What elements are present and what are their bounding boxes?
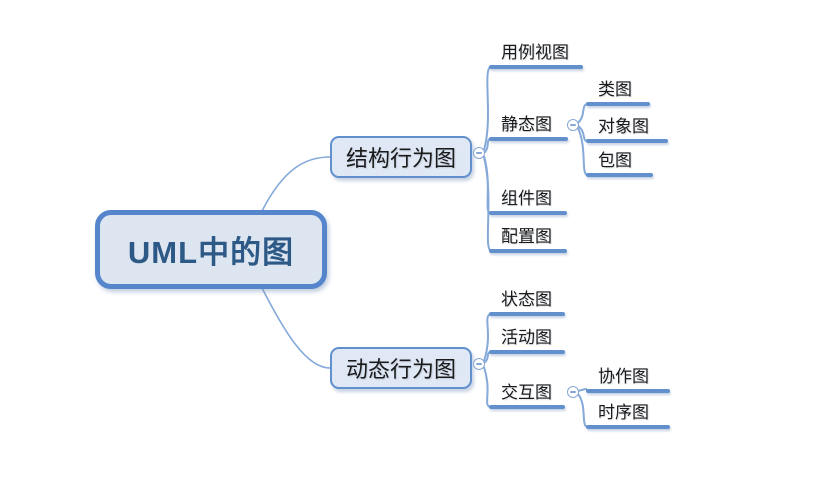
minus-circle-icon	[570, 124, 576, 126]
node-class-diagram[interactable]: 类图	[586, 80, 650, 106]
node-object-diagram[interactable]: 对象图	[586, 117, 668, 143]
node-state-diagram[interactable]: 状态图	[489, 290, 565, 316]
node-interaction-diagram[interactable]: 交互图	[489, 383, 565, 409]
node-package-diagram[interactable]: 包图	[586, 151, 653, 177]
node-package-diagram-label: 包图	[598, 151, 632, 170]
node-sequence-diagram-underline	[586, 425, 670, 429]
node-object-diagram-label: 对象图	[598, 117, 649, 136]
node-root[interactable]: UML中的图	[95, 210, 327, 289]
node-structural-behavior[interactable]: 结构行为图	[330, 136, 472, 178]
connector-structural-usecase	[483, 66, 491, 151]
node-static-diagram-underline	[489, 137, 568, 141]
node-component-diagram[interactable]: 组件图	[489, 189, 567, 215]
node-component-diagram-underline	[489, 211, 567, 215]
collapse-button-static[interactable]	[567, 119, 579, 131]
node-static-diagram[interactable]: 静态图	[489, 115, 568, 141]
connector-root-structural	[261, 156, 331, 212]
node-class-diagram-underline	[586, 102, 650, 106]
node-collaboration-diagram-label: 协作图	[598, 367, 649, 386]
minus-circle-icon	[570, 391, 576, 393]
node-use-case-view[interactable]: 用例视图	[489, 43, 583, 69]
minus-circle-icon	[476, 152, 482, 154]
node-collaboration-diagram-underline	[586, 389, 670, 393]
node-interaction-diagram-label: 交互图	[501, 383, 552, 402]
connector-structural-deployment	[483, 156, 492, 252]
node-object-diagram-underline	[586, 139, 668, 143]
node-class-diagram-label: 类图	[598, 80, 632, 99]
node-component-diagram-label: 组件图	[501, 189, 552, 208]
node-dynamic-behavior[interactable]: 动态行为图	[330, 347, 472, 389]
node-activity-diagram-underline	[489, 350, 565, 354]
node-sequence-diagram-label: 时序图	[598, 403, 649, 422]
connector-dynamic-interaction	[483, 366, 491, 408]
node-collaboration-diagram[interactable]: 协作图	[586, 367, 670, 393]
collapse-button-interaction[interactable]	[567, 386, 579, 398]
node-root-label: UML中的图	[127, 235, 295, 270]
connector-static-class	[577, 103, 588, 124]
node-dynamic-behavior-label: 动态行为图	[345, 357, 456, 382]
node-interaction-diagram-underline	[489, 405, 565, 409]
node-deployment-diagram-label: 配置图	[501, 227, 552, 246]
connector-root-dynamic	[261, 287, 331, 369]
node-state-diagram-label: 状态图	[501, 290, 552, 309]
connector-static-package	[577, 127, 588, 176]
minus-circle-icon	[476, 363, 482, 365]
connector-static-object	[577, 125, 588, 142]
collapse-button-dynamic[interactable]	[473, 358, 485, 370]
connector-interaction-sequence	[577, 393, 588, 428]
node-activity-diagram[interactable]: 活动图	[489, 328, 565, 354]
node-activity-diagram-label: 活动图	[501, 328, 552, 347]
node-use-case-view-underline	[489, 65, 583, 69]
connector-group	[261, 66, 588, 428]
node-sequence-diagram[interactable]: 时序图	[586, 403, 670, 429]
node-deployment-diagram-underline	[489, 249, 567, 253]
node-state-diagram-underline	[489, 312, 565, 316]
node-use-case-view-label: 用例视图	[501, 43, 569, 62]
connector-dynamic-state	[483, 313, 491, 362]
node-static-diagram-label: 静态图	[501, 115, 552, 134]
node-package-diagram-underline	[586, 173, 653, 177]
collapse-button-structural[interactable]	[473, 147, 485, 159]
node-structural-behavior-label: 结构行为图	[345, 146, 456, 171]
node-deployment-diagram[interactable]: 配置图	[489, 227, 567, 253]
